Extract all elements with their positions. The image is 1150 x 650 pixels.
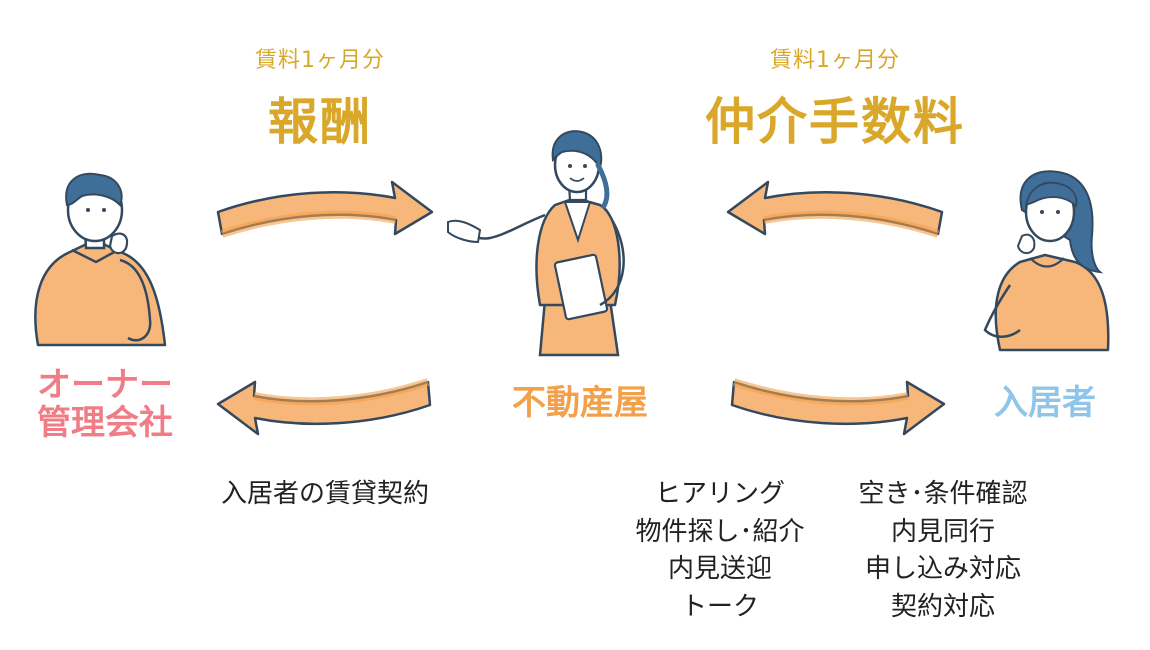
right-fee-subtitle: 賃料1ヶ月分 [770,48,900,73]
arrow-owner-to-agent-fee [216,180,434,238]
agent-figure [447,130,625,357]
arrow-agent-to-tenant-service [730,378,946,436]
tenant-label: 入居者 [994,383,1096,423]
agent-label: 不動産屋 [512,383,648,423]
owner-figure [34,172,167,347]
owner-label-line1: オーナー [37,365,173,405]
left-fee-subtitle: 賃料1ヶ月分 [255,48,385,73]
agent-service-list-left: ヒアリング 物件探し･紹介 内見送迎 トーク [600,476,840,627]
owner-label: オーナー 管理会社 [15,366,195,442]
left-fee-title: 報酬 [268,93,372,151]
owner-service-text: 入居者の賃貸契約 [220,479,429,509]
service-item: 契約対応 [890,592,995,623]
service-item: ヒアリング [654,479,785,509]
service-item: トーク [680,592,759,623]
right-fee-title: 仲介手数料 [705,93,965,151]
owner-label-line2: 管理会社 [37,403,173,444]
tenant-figure [983,170,1110,352]
service-item: 申し込み対応 [864,554,1021,585]
service-item: 空き･条件確認 [858,479,1028,509]
arrow-agent-to-owner-service [216,378,432,436]
service-item: 内見送迎 [667,554,772,585]
arrow-tenant-to-agent-fee [726,180,944,238]
service-item: 物件探し･紹介 [635,516,805,547]
agent-service-list-right: 空き･条件確認 内見同行 申し込み対応 契約対応 [828,476,1058,627]
service-item: 内見同行 [890,516,995,547]
